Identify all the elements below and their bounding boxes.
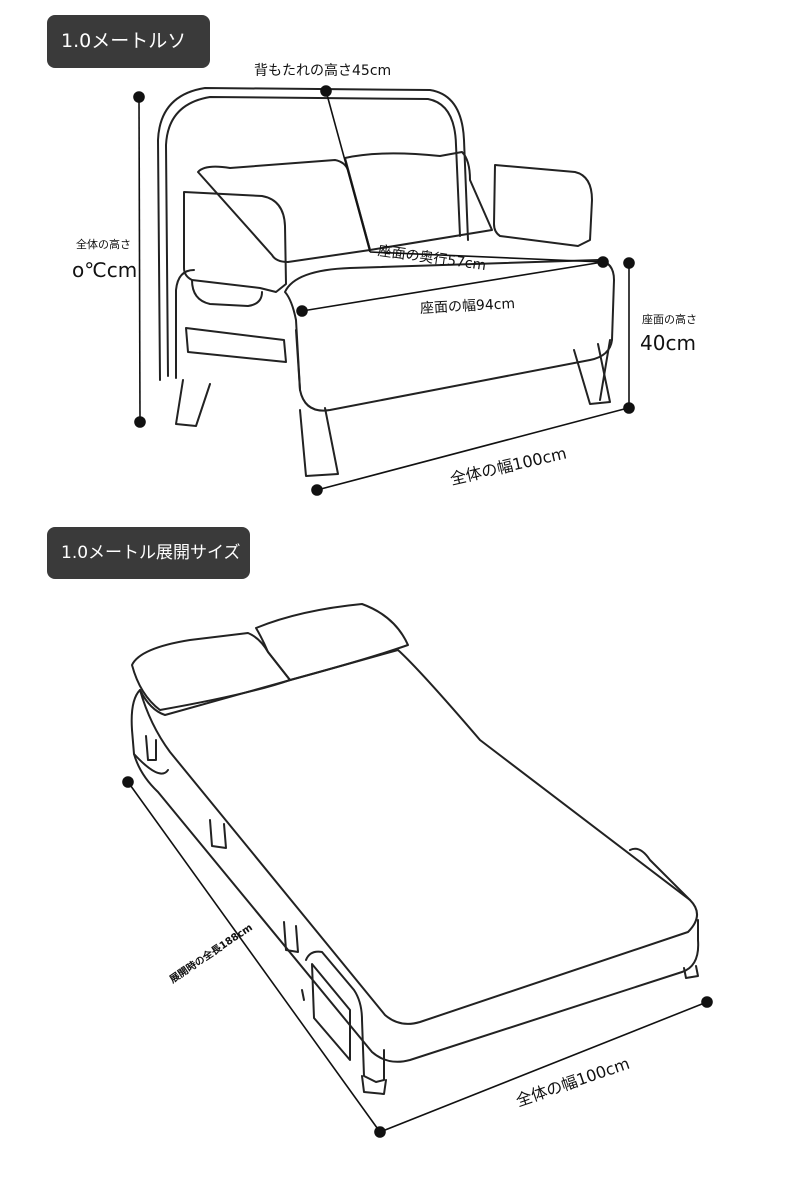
- bed-leg-front-right: [683, 965, 699, 979]
- pillow-left: [131, 632, 291, 711]
- section-title-badge: 1.0メートル展開サイズ: [47, 527, 250, 579]
- unfolded-dimensions-section: 1.0メートル展開サイズ: [0, 520, 790, 1184]
- sofa-leg-back-left: [175, 379, 211, 427]
- pillow-right: [255, 603, 409, 681]
- sofa-seat: [284, 259, 615, 412]
- sofa-leg-front-left: [299, 407, 339, 477]
- bed-leg-mid: [209, 819, 227, 849]
- sofa-dimensions-section: 1.0メートルソ: [0, 0, 790, 520]
- back-cushion-right: [344, 151, 493, 251]
- sofa-arm-left: [183, 191, 287, 293]
- total-height-value: o℃cm: [72, 258, 138, 282]
- seat-height-value: 40cm: [640, 331, 696, 355]
- section-title-badge: 1.0メートルソ: [47, 15, 210, 68]
- back-height-label: 背もたれの高さ45cm: [254, 63, 392, 79]
- back-cushion-left: [197, 159, 371, 263]
- sofa-back-shell: [157, 87, 469, 381]
- mattress-top: [139, 649, 698, 1025]
- bed-leg-back: [145, 735, 157, 761]
- section-title: 1.0メートルソ: [61, 30, 187, 52]
- total-height-title: 全体の高さ: [76, 238, 131, 251]
- bed-leg-mid2: [283, 921, 299, 953]
- seat-height-title: 座面の高さ: [642, 313, 697, 326]
- section-title: 1.0メートル展開サイズ: [61, 542, 241, 563]
- sofa-drawing: [133, 85, 635, 496]
- bed-frame-handle: [305, 950, 385, 1083]
- bed-drawing: [122, 603, 713, 1138]
- sofa-arm-right: [493, 164, 593, 247]
